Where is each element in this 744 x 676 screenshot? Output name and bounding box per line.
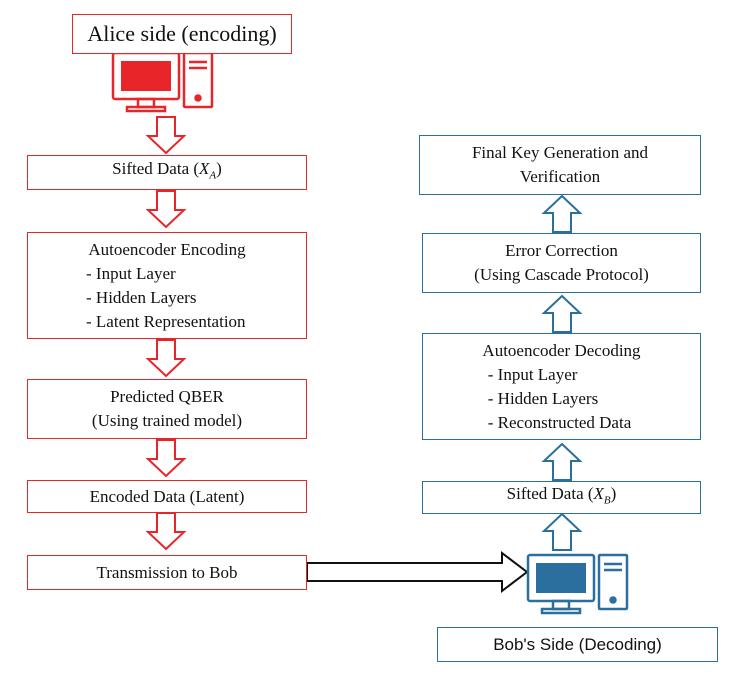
autoencoder-encoding-heading: Autoencoder Encoding	[88, 239, 246, 259]
alice-sifted-label: Sifted Data (XA)	[112, 159, 222, 182]
bob-sifted-label: Sifted Data (XB)	[506, 484, 617, 507]
alice-sifted-box: Sifted Data (XA)	[27, 155, 307, 190]
bob-up-arrows	[541, 194, 583, 551]
arrow-down-5	[145, 512, 187, 551]
arrow-down-3	[145, 339, 187, 378]
final-key-box: Final Key Generation and Verification	[419, 135, 701, 195]
decoding-item: - Input Layer	[487, 364, 578, 384]
qber-line1: Predicted QBER	[110, 387, 224, 406]
encoding-layer-list: - Input Layer - Hidden Layers - Latent R…	[28, 262, 246, 334]
final-key-line2: Verification	[519, 167, 601, 186]
transmission-label: Transmission to Bob	[96, 562, 238, 582]
arrow-up-4	[541, 194, 583, 233]
arrow-down-1	[145, 116, 187, 155]
alice-title: Alice side (encoding)	[87, 21, 277, 46]
encoded-data-label: Encoded Data (Latent)	[89, 486, 245, 506]
transmission-arrow	[306, 550, 529, 594]
arrow-down-2	[145, 190, 187, 229]
encoded-data-box: Encoded Data (Latent)	[27, 480, 307, 513]
error-correction-box: Error Correction (Using Cascade Protocol…	[422, 233, 701, 293]
final-key-line1: Final Key Generation and	[471, 143, 649, 162]
qber-line2: (Using trained model)	[91, 411, 243, 430]
alice-computer-icon	[111, 51, 214, 113]
arrow-up-2	[541, 442, 583, 481]
encoding-item: - Input Layer	[86, 263, 176, 283]
error-correction-line2: (Using Cascade Protocol)	[474, 265, 649, 284]
autoencoder-encoding-box: Autoencoder Encoding - Input Layer - Hid…	[27, 232, 307, 339]
decoding-item: - Hidden Layers	[487, 388, 599, 408]
arrow-up-3	[541, 294, 583, 333]
arrow-up-1	[541, 512, 583, 551]
bob-title: Bob's Side (Decoding)	[493, 634, 662, 654]
transmission-box: Transmission to Bob	[27, 555, 307, 590]
bob-sifted-box: Sifted Data (XB)	[422, 481, 701, 514]
arrow-down-4	[145, 439, 187, 478]
predicted-qber-box: Predicted QBER (Using trained model)	[27, 379, 307, 439]
error-correction-line1: Error Correction	[505, 241, 618, 260]
alice-title-box: Alice side (encoding)	[72, 14, 292, 54]
encoding-item: - Latent Representation	[86, 311, 246, 331]
decoding-item: - Reconstructed Data	[487, 412, 632, 432]
bob-computer-icon	[526, 553, 629, 615]
decoding-layer-list: - Input Layer - Hidden Layers - Reconstr…	[488, 363, 632, 435]
autoencoder-decoding-heading: Autoencoder Decoding	[482, 340, 641, 360]
encoding-item: - Hidden Layers	[86, 287, 197, 307]
bob-title-box: Bob's Side (Decoding)	[437, 627, 718, 662]
autoencoder-decoding-box: Autoencoder Decoding - Input Layer - Hid…	[422, 333, 701, 440]
alice-down-arrows	[145, 116, 187, 551]
